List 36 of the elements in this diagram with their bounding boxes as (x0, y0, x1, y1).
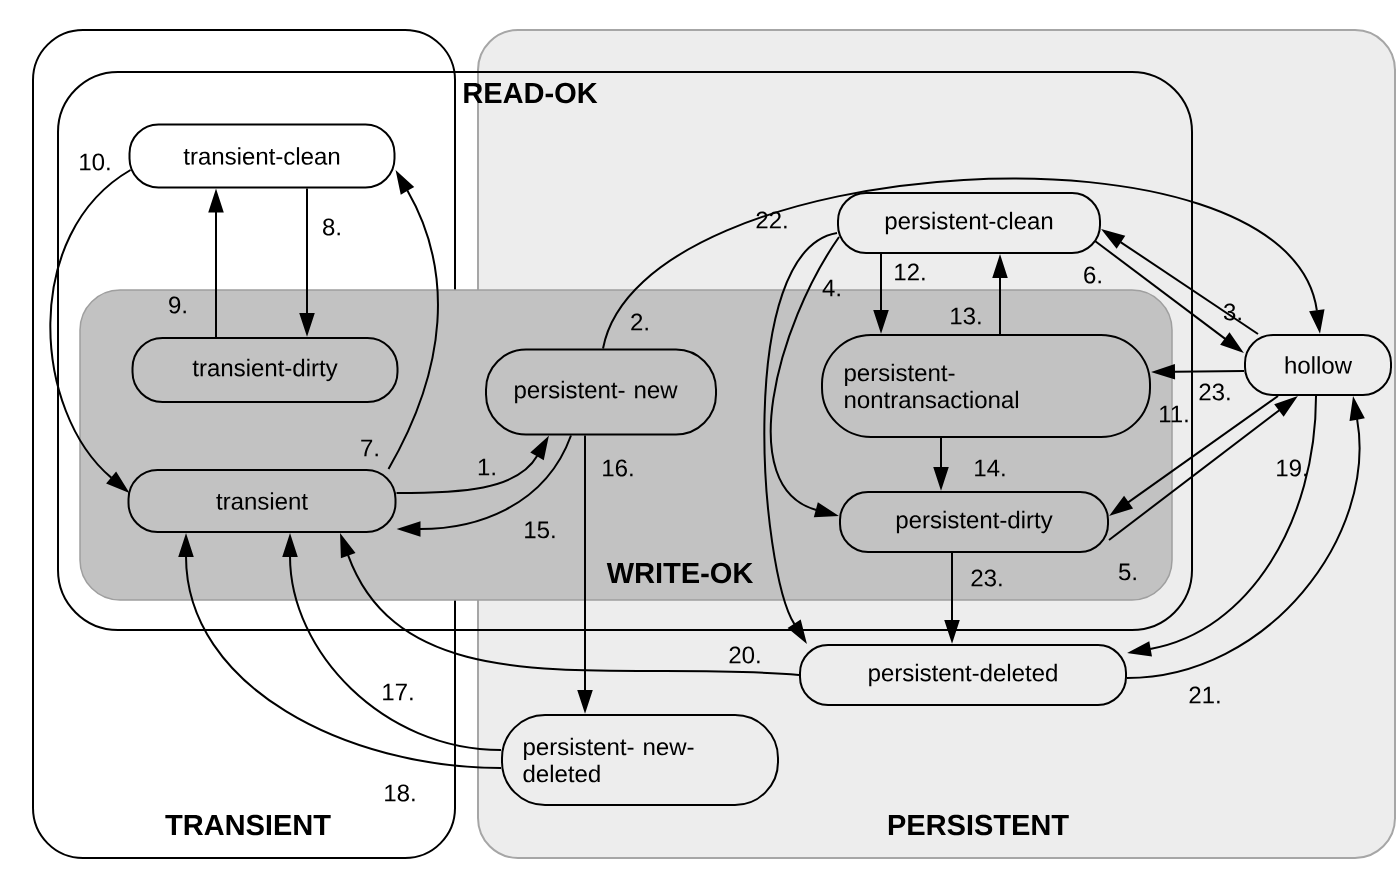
edge-label: 13. (951, 307, 981, 325)
edge-label: 3. (1223, 303, 1241, 321)
state-box: transient-dirty (131, 337, 399, 403)
state-box: persistent- new (485, 348, 717, 436)
edge-label: 11. (1160, 405, 1188, 423)
edge-label: 10. (80, 153, 110, 171)
edge-label: 1. (478, 458, 495, 476)
edge-label: 17. (383, 683, 413, 701)
edge-label: 18. (385, 784, 415, 802)
state-box: persistent-dirty (839, 491, 1109, 553)
edge-label: 9. (169, 296, 186, 314)
edge-label: 12. (895, 263, 925, 281)
edge-label: 2. (631, 313, 648, 331)
arrow (602, 178, 1325, 350)
edge-label: 20. (729, 646, 760, 664)
state-box: persistent-deleted (799, 644, 1127, 706)
edge-label: 16. (603, 459, 633, 477)
state-box: transient (127, 469, 397, 533)
edge-label: 19. (1277, 459, 1307, 477)
edge-label: 23. (971, 569, 1002, 587)
state-box: persistent- nontransactional (821, 334, 1151, 438)
state-box: transient-clean (128, 123, 396, 189)
state-box: persistent-clean (837, 192, 1101, 254)
edge-label: 23. (1199, 383, 1230, 401)
edge-label: 4. (822, 279, 840, 297)
edge-label: 5. (1118, 563, 1136, 581)
state-box: persistent- new-deleted (501, 714, 779, 806)
edge-label: 6. (1084, 266, 1101, 284)
state-box: hollow (1244, 334, 1392, 396)
arrow (769, 236, 840, 518)
edge-label: 15. (525, 521, 555, 539)
edge-label: 22. (756, 211, 787, 229)
edge-label: 21. (1189, 686, 1220, 704)
edge-label: 7. (361, 439, 378, 457)
edge-label: 14. (975, 459, 1005, 477)
edge-label: 8. (323, 218, 340, 236)
